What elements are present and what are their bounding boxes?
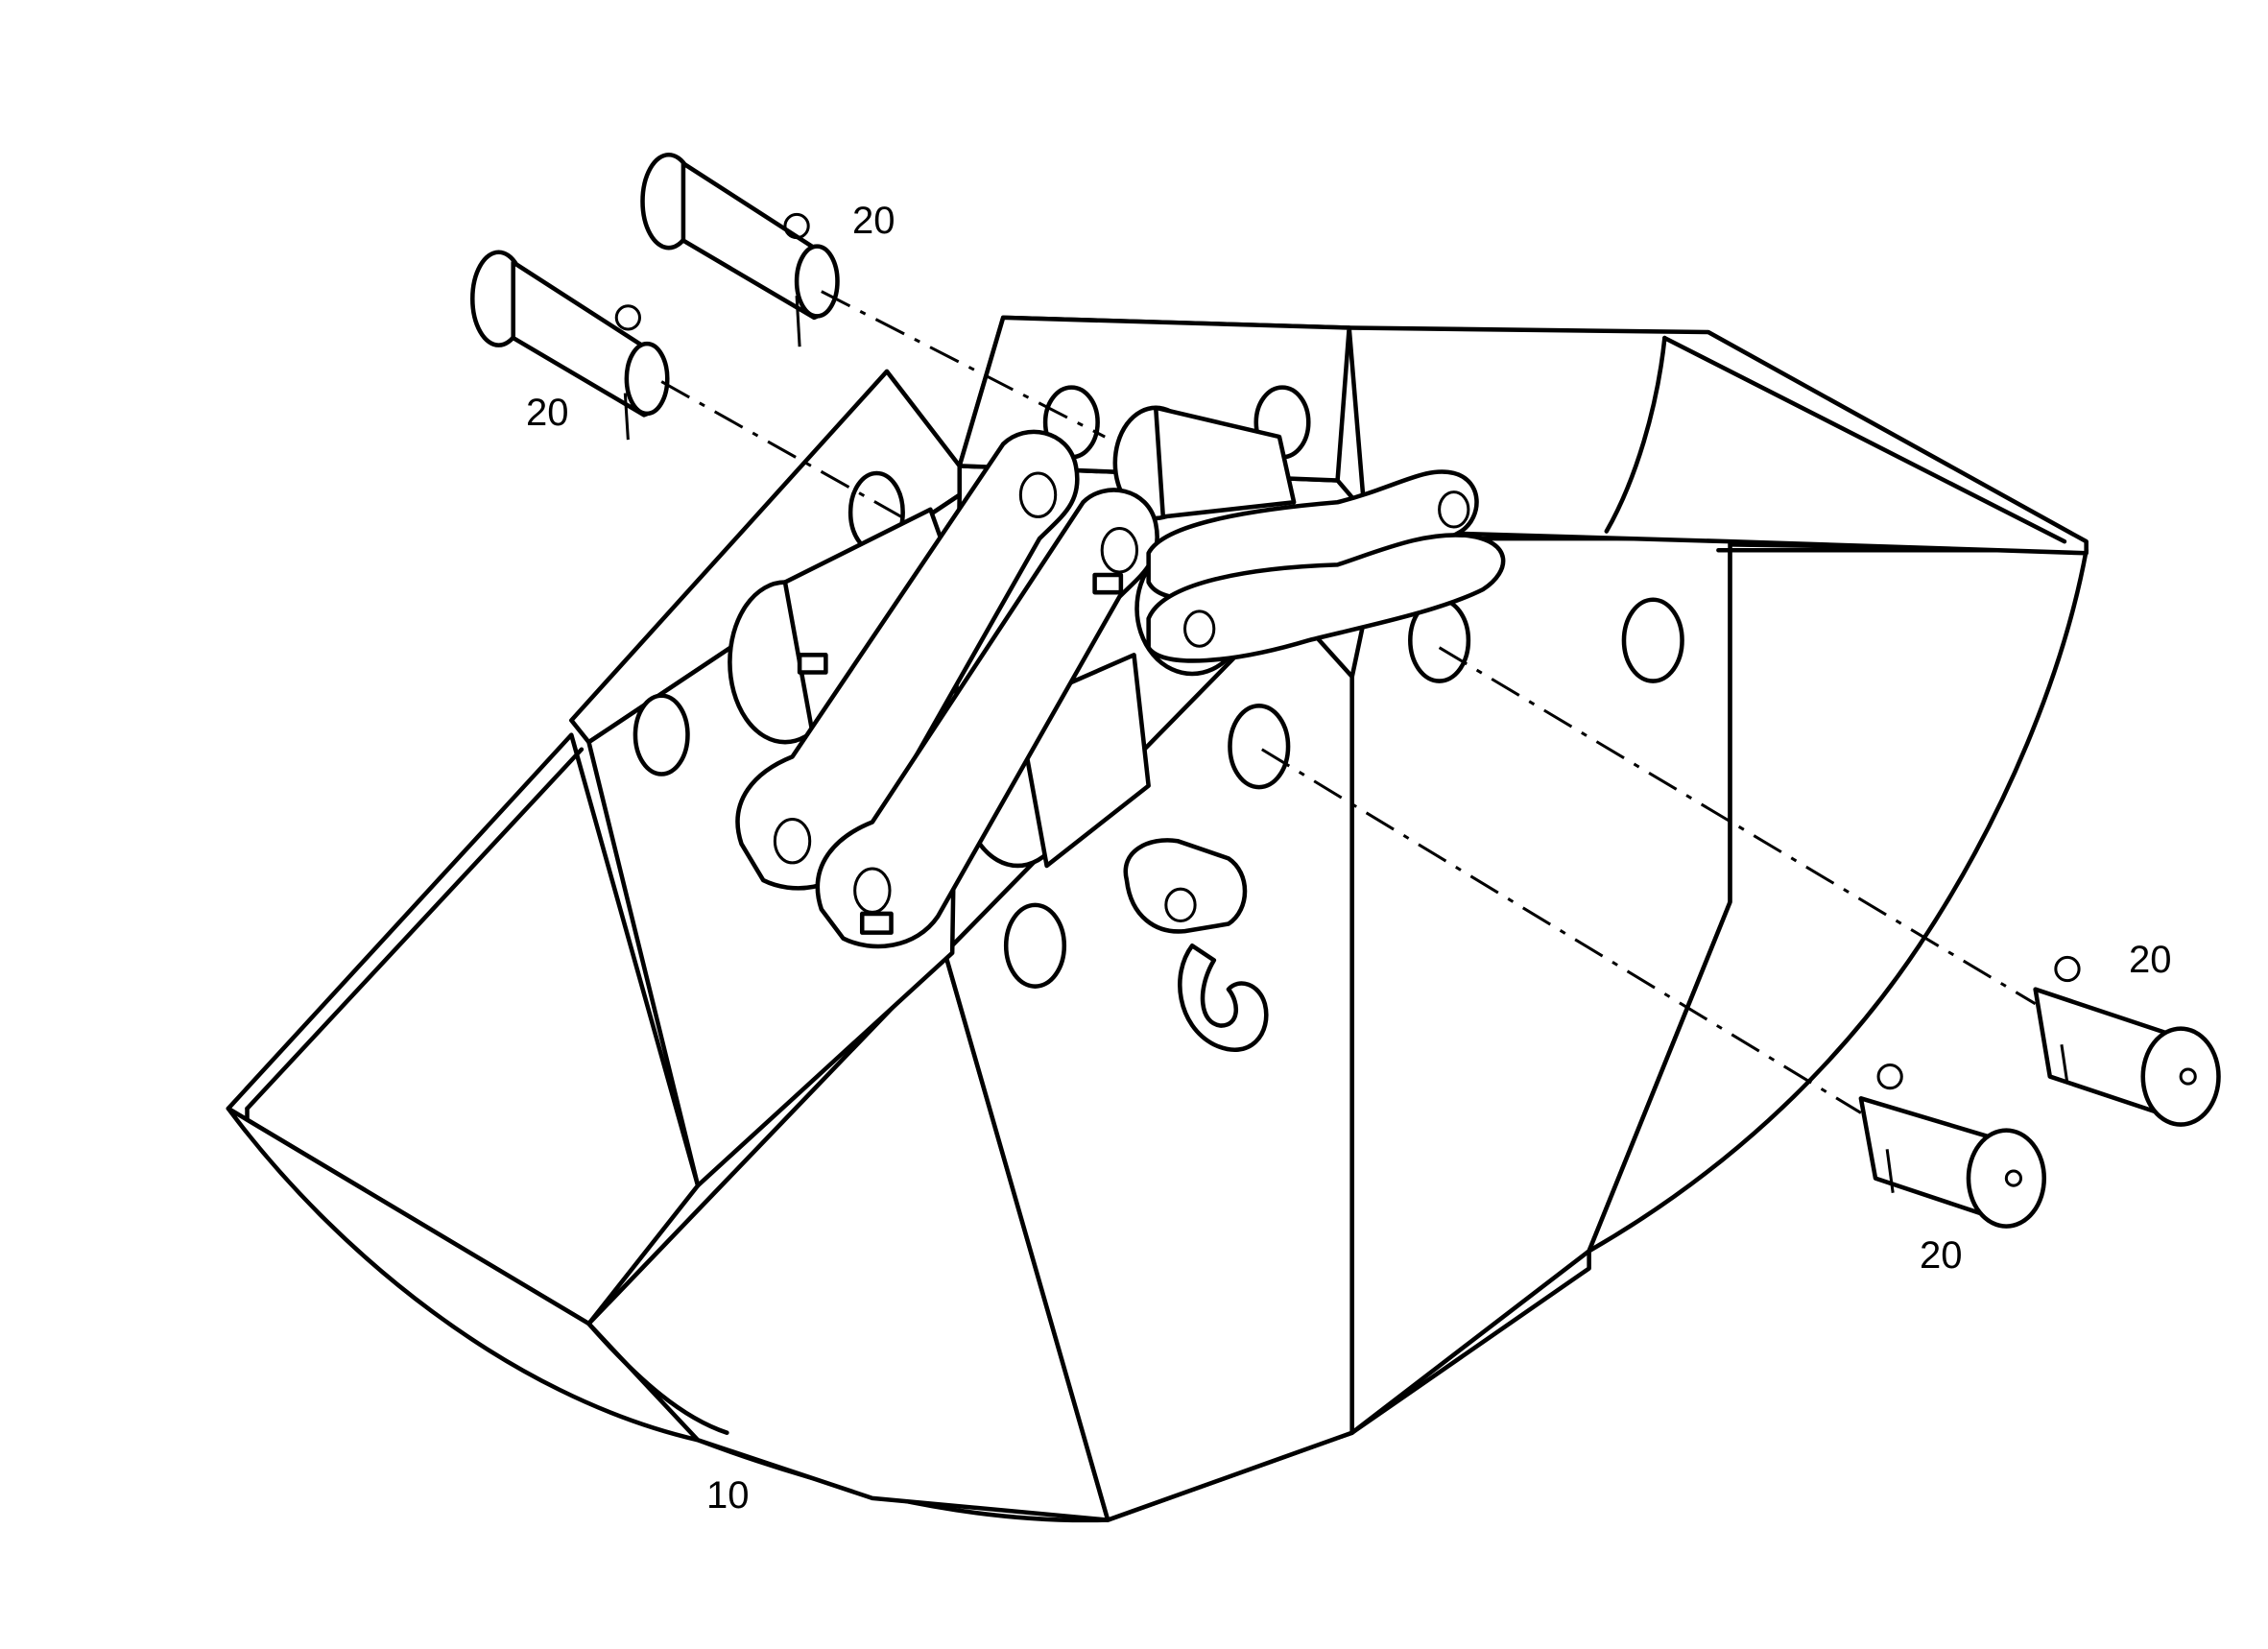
pin-holes bbox=[633, 385, 1684, 989]
callout-pin-right-back: 20 bbox=[2129, 939, 2172, 981]
pin-upper-back bbox=[640, 152, 840, 347]
hole-left-lower bbox=[633, 693, 690, 777]
hole-center-plate-lower bbox=[1003, 902, 1067, 989]
callout-pin-right-front: 20 bbox=[1920, 1234, 1963, 1277]
linkage-assembly bbox=[728, 405, 1506, 1052]
hole-right-plate-right bbox=[1621, 597, 1684, 683]
callout-pin-upper-back: 20 bbox=[852, 200, 895, 242]
callout-bucket: 10 bbox=[706, 1474, 750, 1517]
pin-right-front bbox=[1858, 1063, 2047, 1229]
pin-upper-front bbox=[470, 250, 670, 441]
bucket-body bbox=[226, 315, 2089, 1523]
bucket-right-surface bbox=[1587, 547, 2089, 1254]
chain-link-lower bbox=[1146, 533, 1506, 663]
assembly-center-lines bbox=[660, 290, 2037, 1114]
callout-pin-upper-front: 20 bbox=[526, 392, 569, 434]
pin-right-back bbox=[2033, 955, 2221, 1127]
hook-body bbox=[1178, 943, 1269, 1052]
hole-center-plate-upper bbox=[1228, 704, 1291, 790]
bucket-left-upper-plate bbox=[569, 369, 963, 745]
link-bar-right bbox=[815, 488, 1159, 949]
hook-eye bbox=[1123, 838, 1248, 934]
